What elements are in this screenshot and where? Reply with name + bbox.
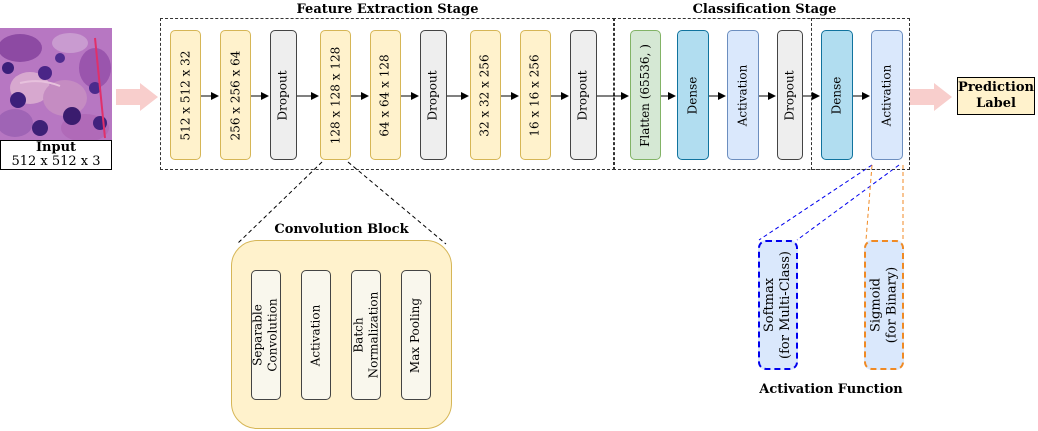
dropout-block-4: Dropout bbox=[777, 30, 803, 160]
block-label: Activation bbox=[879, 64, 894, 126]
softmax-zoom-line-a bbox=[758, 164, 873, 241]
conv-block-1: 512 x 512 x 32 bbox=[170, 30, 201, 160]
block-label: Dropout bbox=[426, 69, 441, 121]
block-label: Dropout bbox=[576, 69, 591, 121]
convolution-block-title: Convolution Block bbox=[274, 222, 409, 237]
step-label: Activation bbox=[308, 304, 323, 366]
prediction-line-2: Label bbox=[976, 96, 1016, 111]
flatten-block: Flatten (65536, ) bbox=[630, 30, 661, 160]
sigmoid-label: Sigmoid(for Binary) bbox=[868, 267, 900, 344]
block-label: 512 x 512 x 32 bbox=[178, 50, 192, 140]
classification-stage-title: Classification Stage bbox=[692, 2, 837, 17]
dense-block-2: Dense bbox=[821, 30, 853, 160]
input-flow-arrow bbox=[116, 83, 158, 111]
block-label: Dense bbox=[685, 76, 700, 114]
block-label: Dropout bbox=[276, 69, 291, 121]
input-caption: Input 512 x 512 x 3 bbox=[0, 140, 112, 170]
activation-function-title: Activation Function bbox=[759, 382, 903, 397]
block-label: 256 x 256 x 64 bbox=[228, 50, 242, 140]
zoom-line-left bbox=[236, 161, 323, 245]
input-image bbox=[0, 28, 112, 142]
dropout-block-2: Dropout bbox=[420, 30, 447, 160]
block-label: 16 x 16 x 256 bbox=[528, 53, 542, 137]
block-label: 64 x 64 x 128 bbox=[378, 53, 392, 137]
sigmoid-line-1: Sigmoid bbox=[868, 277, 883, 333]
softmax-line-2: (for Multi-Class) bbox=[778, 251, 794, 359]
softmax-option: Softmax(for Multi-Class) bbox=[758, 240, 798, 370]
zoom-line-right bbox=[347, 161, 447, 245]
step-label: Max Pooling bbox=[408, 297, 423, 373]
histopathology-image bbox=[0, 28, 112, 142]
step-line-2: Convolution bbox=[266, 298, 281, 372]
dropout-block-1: Dropout bbox=[270, 30, 297, 160]
activation-step: Activation bbox=[301, 270, 331, 400]
conv-block-5: 32 x 32 x 256 bbox=[470, 30, 501, 160]
input-size: 512 x 512 x 3 bbox=[11, 154, 101, 169]
block-label: 128 x 128 x 128 bbox=[328, 46, 343, 144]
activation-block-1: Activation bbox=[727, 30, 759, 160]
block-label: Dense bbox=[829, 76, 844, 114]
sigmoid-zoom-line-a bbox=[865, 164, 873, 241]
feature-stage-title: Feature Extraction Stage bbox=[296, 2, 479, 17]
max-pooling-step: Max Pooling bbox=[401, 270, 431, 400]
block-label: Activation bbox=[735, 64, 750, 126]
step-line-1: Separable bbox=[251, 304, 266, 366]
dropout-block-3: Dropout bbox=[570, 30, 597, 160]
conv-block-4: 64 x 64 x 128 bbox=[370, 30, 401, 160]
sigmoid-line-2: (for Binary) bbox=[884, 266, 899, 344]
step-line-1: Batch bbox=[351, 317, 366, 353]
step-line-2: Normalization bbox=[366, 291, 381, 379]
output-layer-group bbox=[811, 18, 910, 170]
conv-block-3: 128 x 128 x 128 bbox=[320, 30, 351, 160]
activation-block-2: Activation bbox=[871, 30, 903, 160]
block-label: 32 x 32 x 256 bbox=[478, 53, 492, 137]
prediction-label-box: Prediction Label bbox=[957, 77, 1035, 115]
dense-block-1: Dense bbox=[677, 30, 709, 160]
input-title: Input bbox=[35, 140, 77, 155]
prediction-line-1: Prediction bbox=[958, 80, 1034, 95]
softmax-line-1: Softmax bbox=[762, 277, 778, 333]
softmax-label: Softmax(for Multi-Class) bbox=[762, 251, 794, 359]
sigmoid-option: Sigmoid(for Binary) bbox=[864, 240, 904, 370]
feature-extraction-stage bbox=[160, 18, 615, 170]
block-label: Flatten (65536, ) bbox=[638, 43, 652, 147]
softmax-zoom-line-b bbox=[796, 164, 900, 241]
output-flow-arrow bbox=[910, 83, 952, 111]
block-label: Dropout bbox=[782, 69, 797, 121]
conv-block-6: 16 x 16 x 256 bbox=[520, 30, 551, 160]
conv-block-2: 256 x 256 x 64 bbox=[220, 30, 251, 160]
